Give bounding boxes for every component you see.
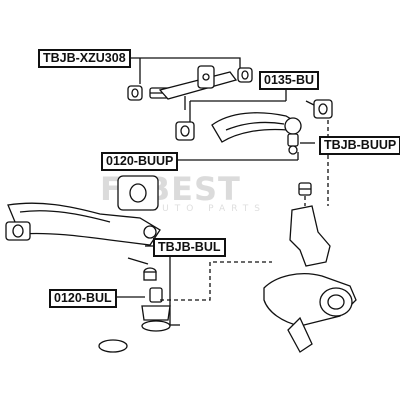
lower-control-arm xyxy=(5,175,161,246)
lower-ball-joint-pin xyxy=(127,257,149,265)
guide-lines xyxy=(160,120,329,301)
label-upper-arm-bushing[interactable]: TBJB-XZU308 xyxy=(38,49,131,68)
upper-arm-bushing-b xyxy=(313,99,333,119)
upper-arm-bushing-a xyxy=(175,121,195,141)
upper-arm-bushing-left xyxy=(127,85,143,101)
upper-arm-shaft xyxy=(158,65,238,100)
steering-knuckle xyxy=(263,205,357,353)
leader-lines xyxy=(113,57,321,326)
label-upper-ball-joint[interactable]: TBJB-BUUP xyxy=(319,136,400,155)
upper-ball-joint xyxy=(284,117,302,155)
label-lower-ball-joint[interactable]: TBJB-BUL xyxy=(153,238,226,257)
upper-arm-bushing-right xyxy=(237,67,253,83)
upper-ball-joint-nut xyxy=(298,182,312,196)
lower-ball-joint xyxy=(141,287,171,332)
label-lower-ball-joint-unit[interactable]: 0120-BUL xyxy=(49,289,117,308)
label-upper-arm[interactable]: 0135-BU xyxy=(259,71,320,90)
snap-ring xyxy=(98,339,128,353)
label-upper-ball-joint-unit[interactable]: 0120-BUUP xyxy=(101,152,179,171)
watermark-subtext: AUTO PARTS xyxy=(150,204,267,214)
upper-control-arm xyxy=(211,112,298,143)
lower-ball-joint-boot xyxy=(143,267,157,281)
